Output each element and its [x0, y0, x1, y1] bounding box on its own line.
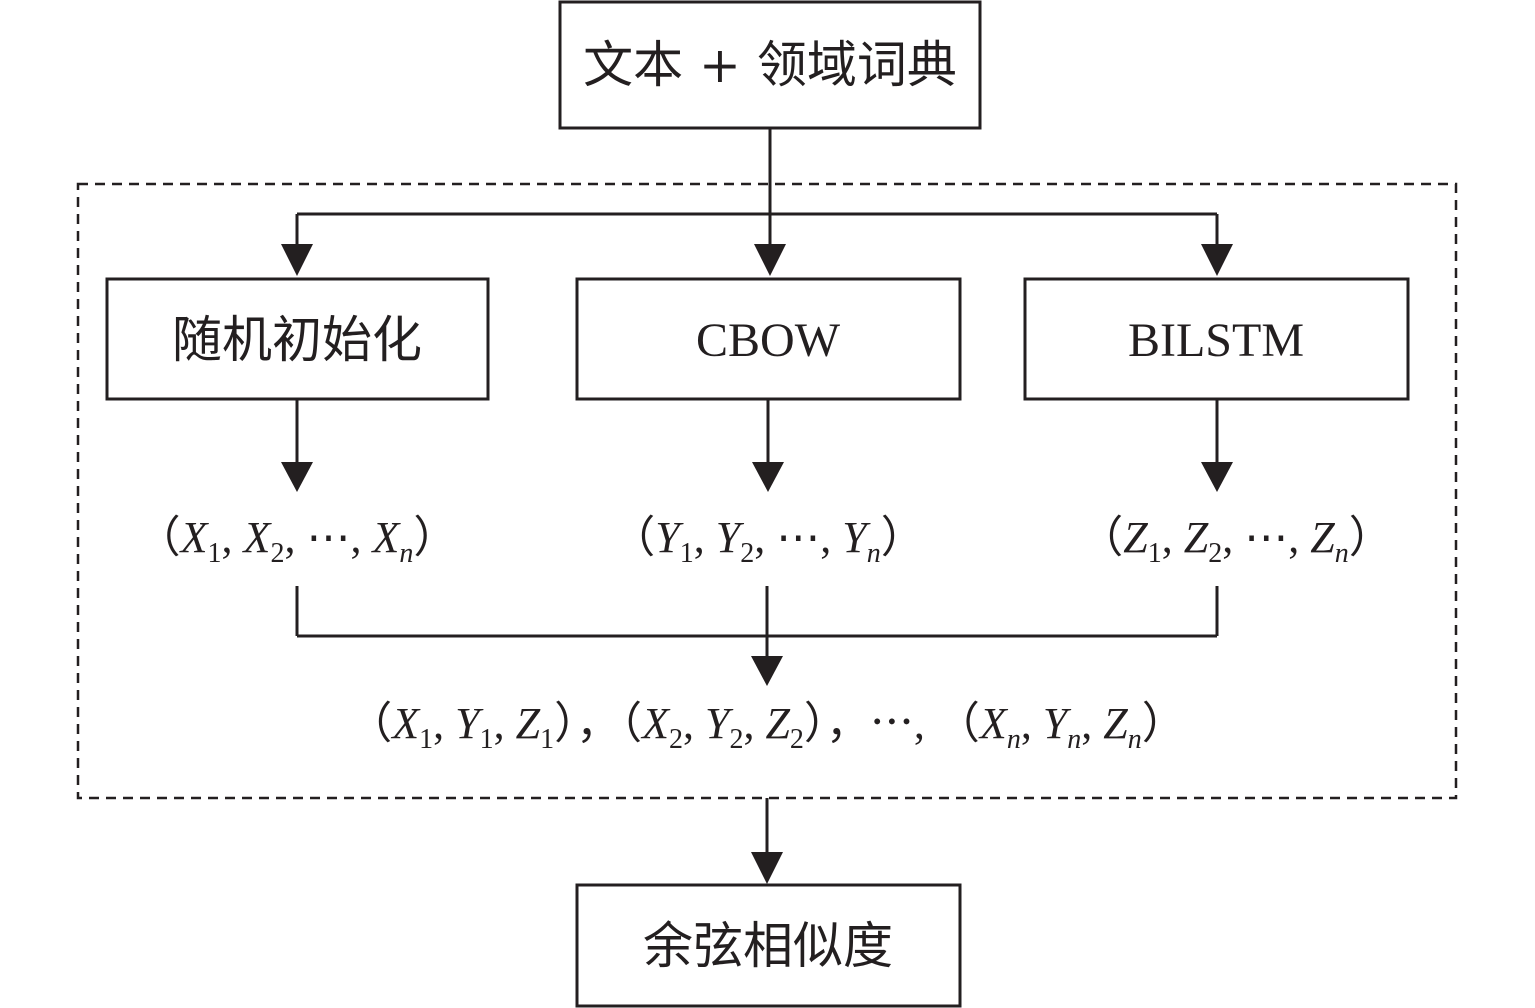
arrowhead-random-init	[281, 244, 313, 276]
cbow-label: CBOW	[696, 314, 841, 367]
input-label: 文本 + 领域词典	[583, 36, 957, 94]
cbow-box	[575, 277, 962, 401]
random-init-box	[105, 277, 490, 401]
bilstm-label: BILSTM	[1128, 314, 1304, 367]
vector-z: （Z1, Z2, ⋯, Zn）	[1079, 513, 1392, 569]
vector-x: （X1, X2, ⋯, Xn）	[137, 513, 458, 569]
bilstm-out-arrowhead	[1201, 462, 1233, 492]
embedding-group-dashed-box	[76, 182, 1458, 800]
combined-tuples: （X1, Y1, Z1），（X2, Y2, Z2），⋯, （Xn, Yn, Zn…	[348, 699, 1186, 755]
random-init-label: 随机初始化	[172, 311, 422, 369]
arrowhead-bilstm	[1201, 244, 1233, 276]
output-arrowhead	[751, 852, 783, 884]
random-init-out-arrowhead	[281, 462, 313, 492]
output-label: 余弦相似度	[643, 917, 893, 975]
vector-y: （Y1, Y2, ⋯, Yn）	[611, 513, 924, 569]
output-box	[575, 883, 962, 1008]
cbow-out-arrowhead	[752, 462, 784, 492]
merge-arrowhead	[751, 656, 783, 686]
bilstm-box	[1023, 277, 1410, 401]
arrowhead-cbow	[754, 244, 786, 276]
